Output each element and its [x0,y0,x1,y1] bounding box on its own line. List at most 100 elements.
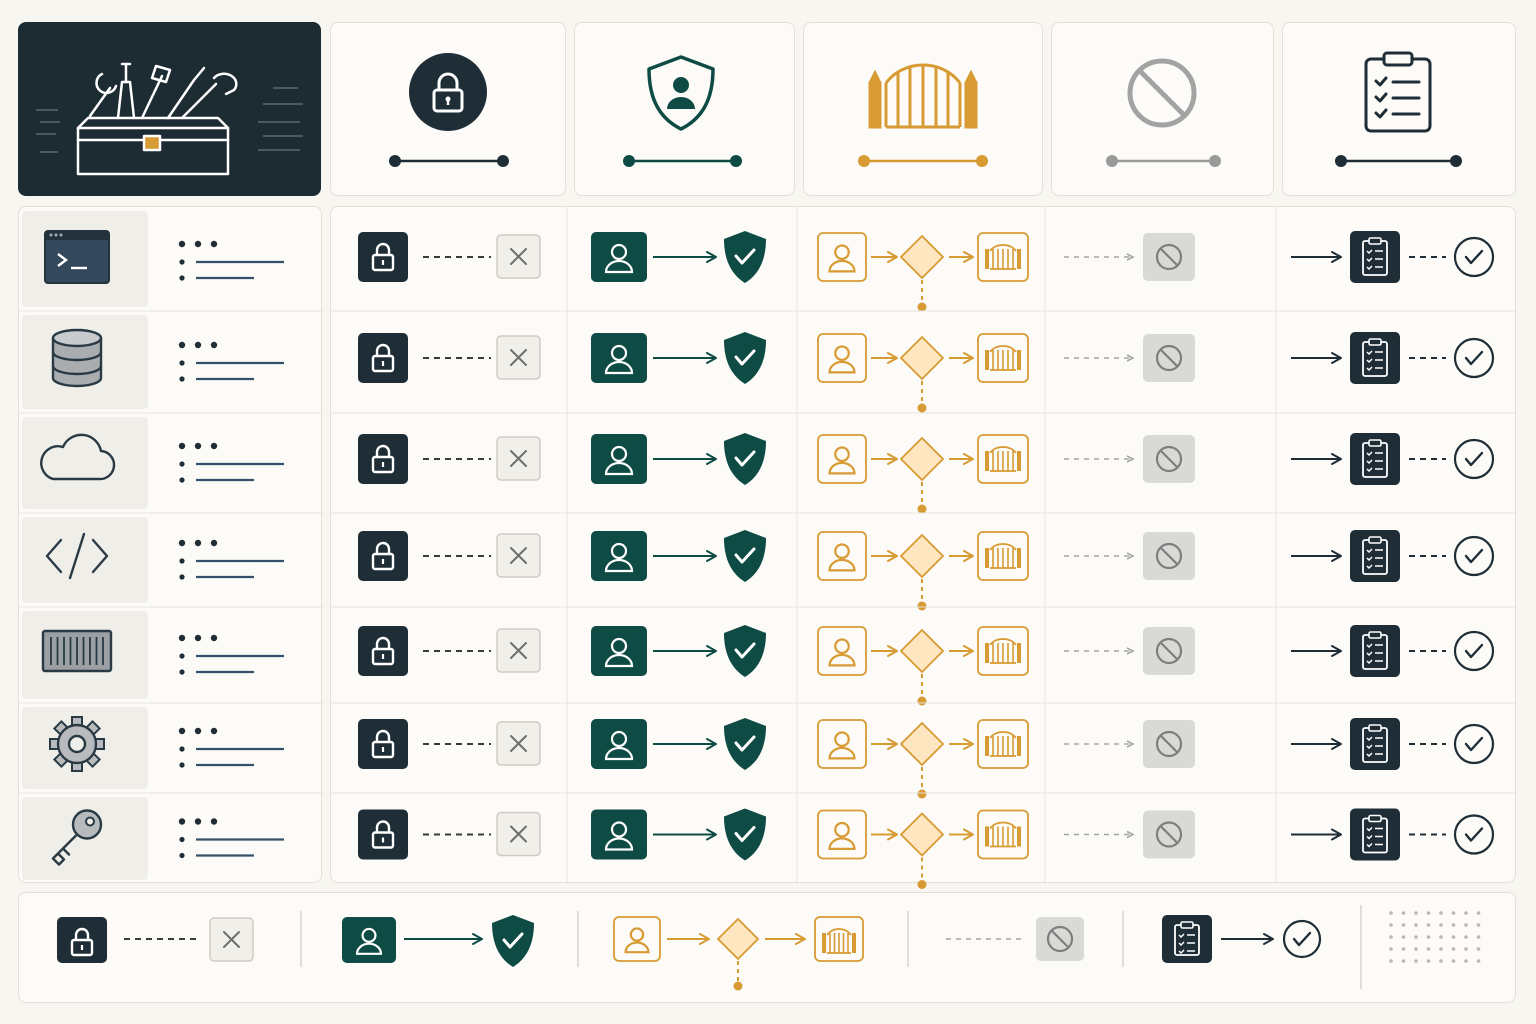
shield-check-icon [724,231,766,283]
gate-tile-icon [977,333,1029,383]
branch-dot [917,601,927,611]
matrix-grid [330,206,1517,889]
flow-arrow [667,933,710,945]
shield-check-icon [724,530,766,582]
flow-arrow [653,828,717,841]
user-tile-icon [342,917,396,963]
flow-arrow [1291,738,1342,750]
lock-tile-icon [57,917,107,963]
flow-arrow [1291,453,1342,465]
user-tile-icon [817,434,867,484]
denied-x-icon [496,811,541,857]
branch-dot [917,696,927,706]
flow-arrow [949,352,974,364]
shield-check-icon [724,332,766,384]
connector-line [858,155,988,167]
user-tile-icon [817,809,867,860]
container-icon [41,629,113,673]
denied-x-icon [209,917,254,962]
clipboard-check-flow-icon [1162,915,1322,963]
check-circle-icon [1453,535,1495,577]
flow-arrow [871,645,898,657]
flow-arrow [871,251,898,263]
matrix-flows [331,207,1517,889]
key-icon [51,809,103,866]
prohibited-icon [1127,58,1197,128]
flow-arrow [653,550,717,562]
shield-check-icon [492,915,534,967]
check-circle-icon [1453,438,1495,480]
blocked-tile-icon [1036,917,1084,961]
connector-line [1335,155,1462,167]
user-decision-gate-flow-icon [613,916,864,991]
decision-diamond-icon [716,917,760,961]
detail-list-icon [178,818,284,859]
branch-dot [917,504,927,514]
user-tile-icon [591,232,647,282]
flow-arrow [949,251,974,263]
check-circle-icon [1453,630,1495,672]
shield-check-icon [724,433,766,485]
user-tile-icon [591,626,647,676]
user-tile-icon [591,809,647,860]
blocked-flow-icon [946,917,1084,961]
gate-icon [868,63,978,129]
clipboard-tile-icon [1350,231,1400,283]
blocked-tile-icon [1143,720,1195,768]
dot-grid-icon [1389,911,1481,963]
clipboard-tile-icon [1350,530,1400,582]
shield-check-icon [724,625,766,677]
flow-arrow [871,828,898,841]
flow-arrow [949,738,974,750]
user-tile-icon [817,232,867,282]
flow-arrow [949,645,974,657]
flow-arrow [404,933,483,945]
flow-arrow [871,352,898,364]
category-icon-box [22,417,148,509]
flow-arrow [1291,828,1342,841]
decision-diamond-icon [899,436,945,482]
denied-x-icon [496,721,541,766]
clipboard-tile-icon [1350,433,1400,485]
clipboard-checklist-icon [1364,51,1432,133]
detail-list-icon [178,442,284,483]
user-tile-icon [817,531,867,581]
flow-arrow [949,550,974,562]
flow-arrow [653,352,717,364]
connector-line [389,155,509,167]
clipboard-tile-icon [1162,915,1212,963]
denied-x-icon [496,436,541,481]
shield-user-icon [647,55,715,131]
detail-list-icon [178,240,284,281]
decision-diamond-icon [899,628,945,674]
denied-x-icon [496,234,541,279]
user-shield-flow-icon [342,915,534,967]
detail-list-icon [178,341,284,382]
gate-tile-icon [977,434,1029,484]
cloud-icon [40,433,116,481]
decision-diamond-icon [899,335,945,381]
shield-check-icon [724,808,766,861]
flow-arrow [871,550,898,562]
blocked-tile-icon [1143,233,1195,281]
user-tile-icon [613,916,661,962]
user-tile-icon [591,531,647,581]
check-circle-icon [1453,337,1495,379]
detail-list-icon [178,634,284,675]
lock-tile-icon [358,434,408,484]
lock-denied-flow-icon [57,917,254,963]
detail-list-icon [178,539,284,580]
shield-check-icon [724,718,766,770]
code-icon [45,532,109,580]
flow-arrow [1291,251,1342,263]
user-tile-icon [817,333,867,383]
branch-dot [917,302,927,312]
flow-arrow [653,453,717,465]
lock-tile-icon [358,531,408,581]
flow-arrow [1221,933,1274,945]
connector-line [623,155,742,167]
toolbox-header-card [18,22,321,196]
clipboard-tile-icon [1350,718,1400,770]
gate-tile-icon [977,232,1029,282]
user-tile-icon [817,626,867,676]
